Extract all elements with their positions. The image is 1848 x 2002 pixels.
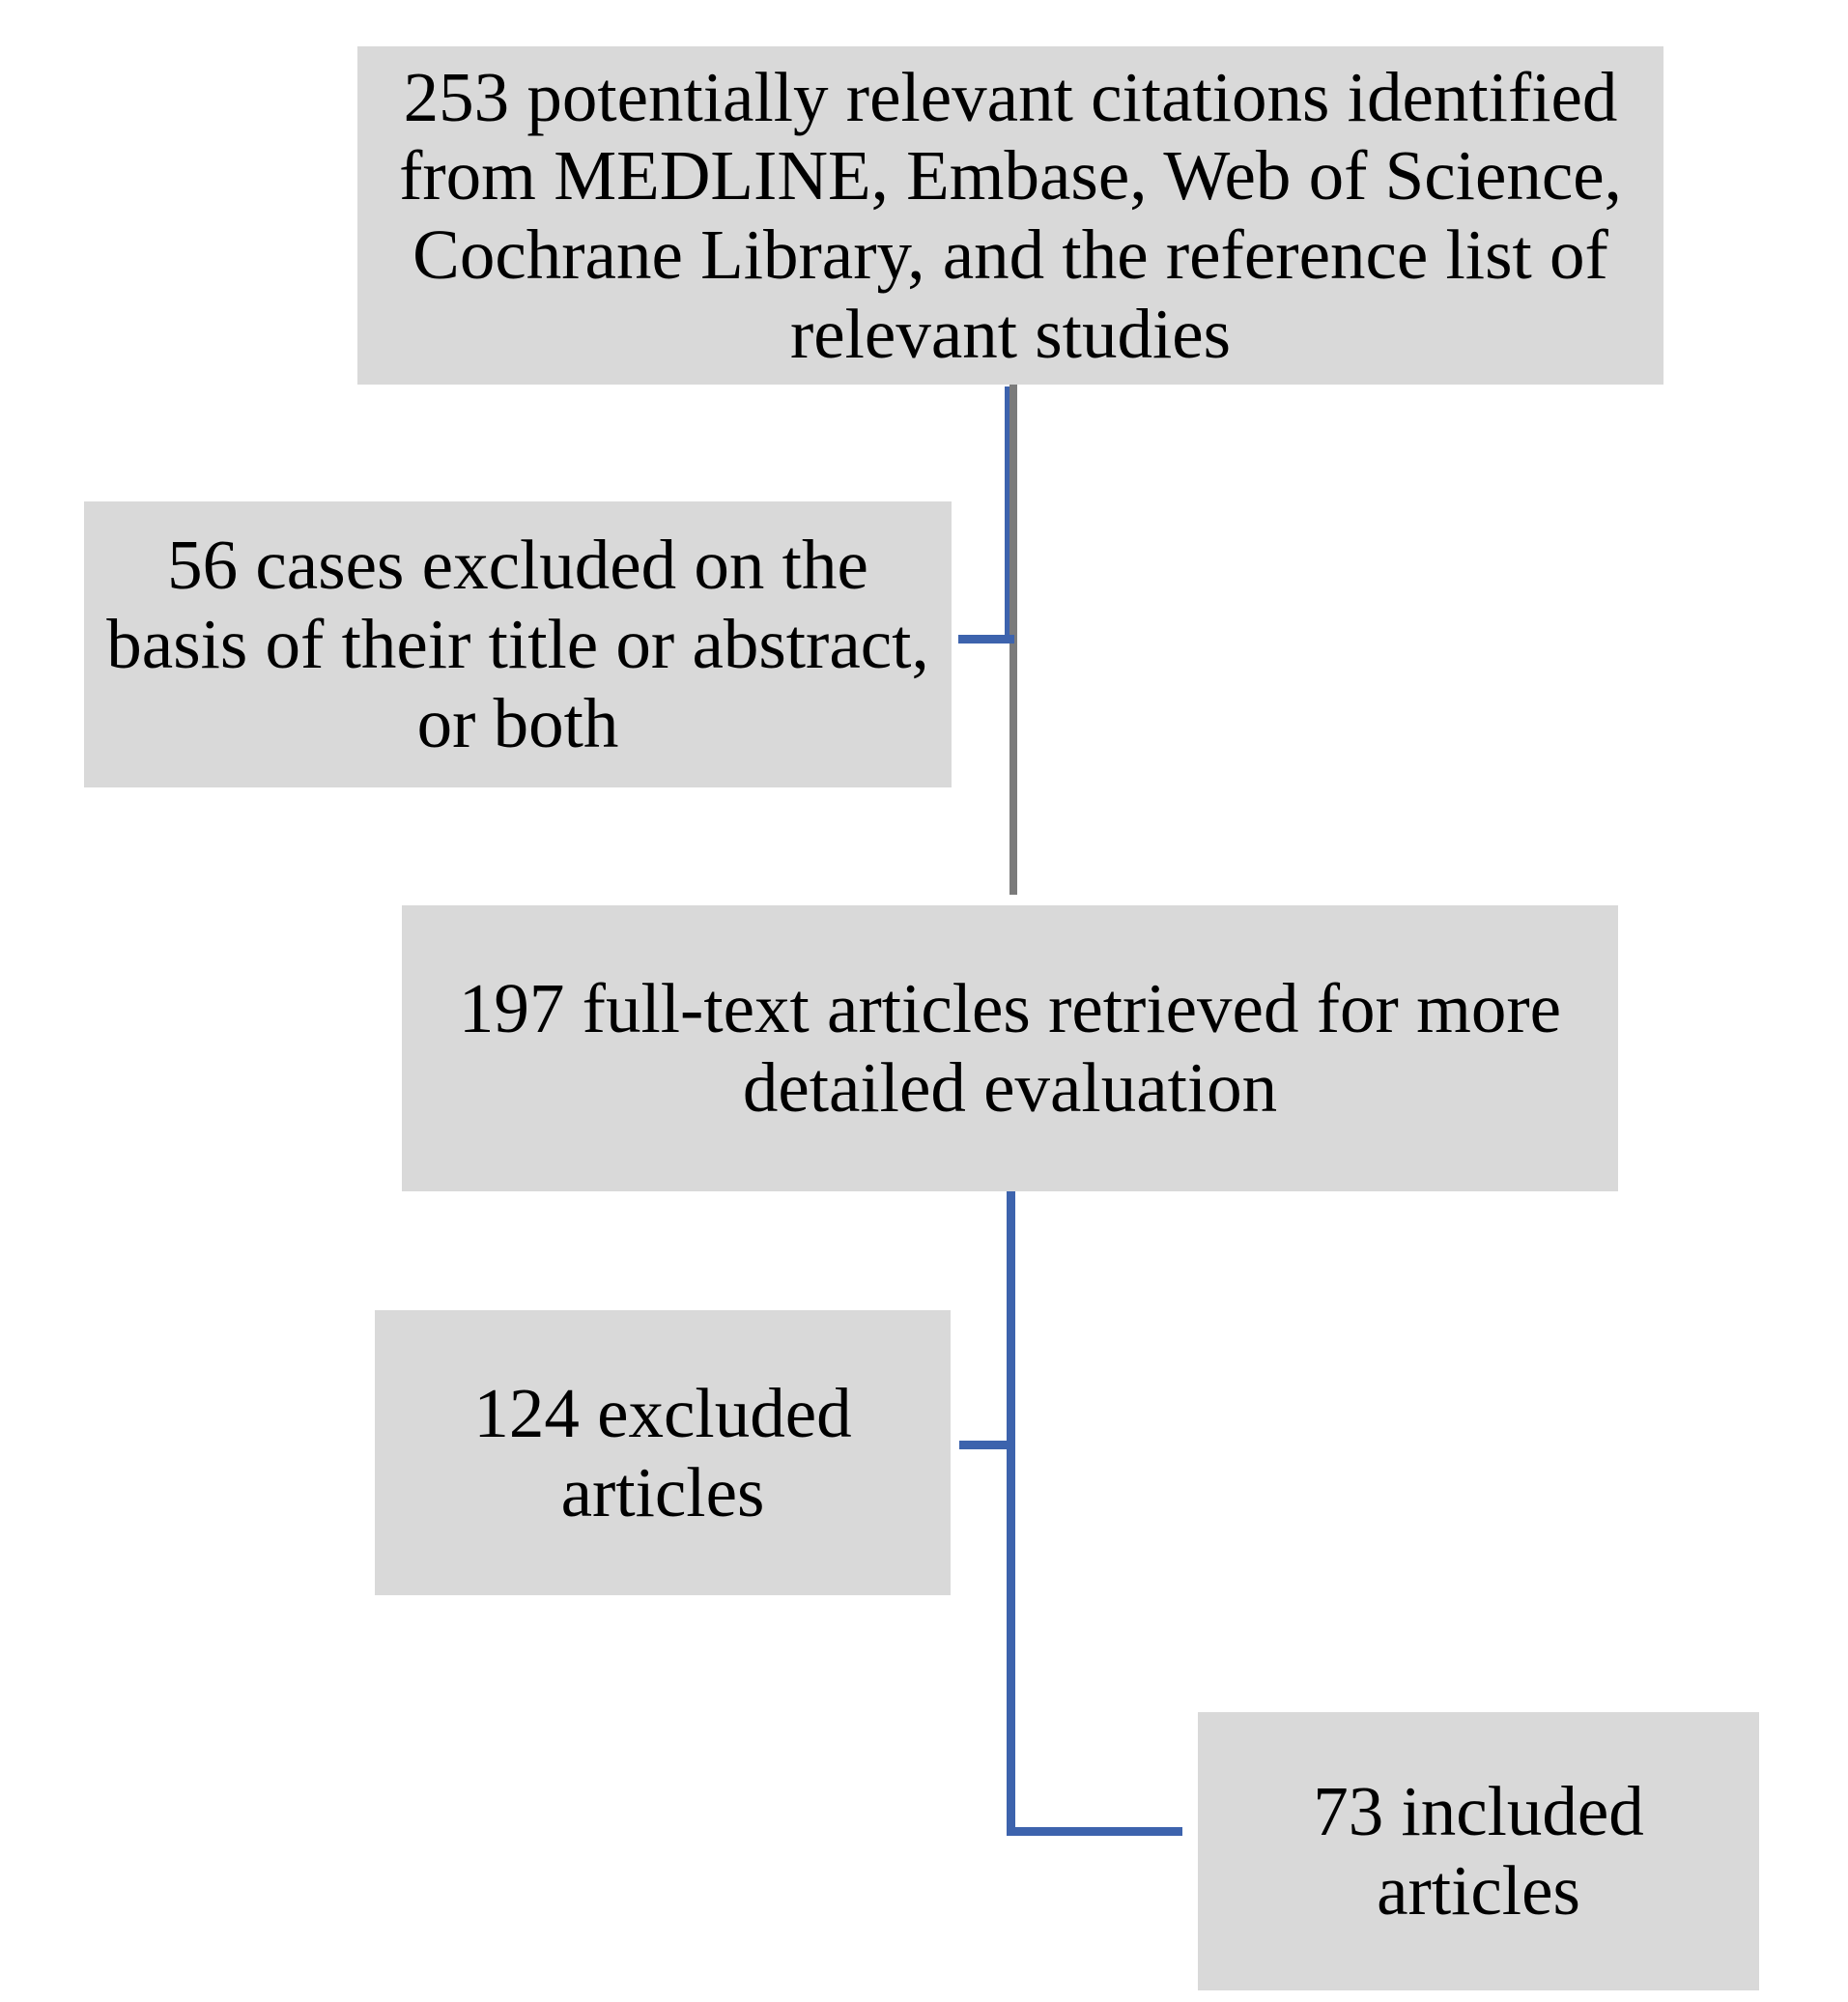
node-cases-excluded: 56 cases excluded on the basis of their …	[84, 501, 952, 787]
node-included-articles: 73 included articles	[1198, 1712, 1759, 1990]
node-cases-excluded-label: 56 cases excluded on the basis of their …	[106, 526, 929, 762]
connector-branch-to-cases-excluded	[958, 635, 1014, 644]
node-excluded-articles-label: 124 excluded articles	[473, 1373, 852, 1531]
node-citations-identified-label: 253 potentially relevant citations ident…	[399, 57, 1622, 373]
node-excluded-articles: 124 excluded articles	[375, 1310, 951, 1595]
node-fulltext-retrieved: 197 full-text articles retrieved for mor…	[402, 905, 1618, 1191]
connector-fulltext-to-included-vertical	[1007, 1191, 1015, 1836]
node-citations-identified: 253 potentially relevant citations ident…	[357, 46, 1663, 385]
connector-citations-to-cases-excluded-vertical	[1005, 386, 1009, 640]
connector-branch-to-included-articles	[1007, 1827, 1182, 1836]
node-included-articles-label: 73 included articles	[1313, 1772, 1644, 1930]
node-fulltext-retrieved-label: 197 full-text articles retrieved for mor…	[458, 969, 1562, 1127]
connector-branch-to-excluded-articles	[959, 1441, 1014, 1449]
